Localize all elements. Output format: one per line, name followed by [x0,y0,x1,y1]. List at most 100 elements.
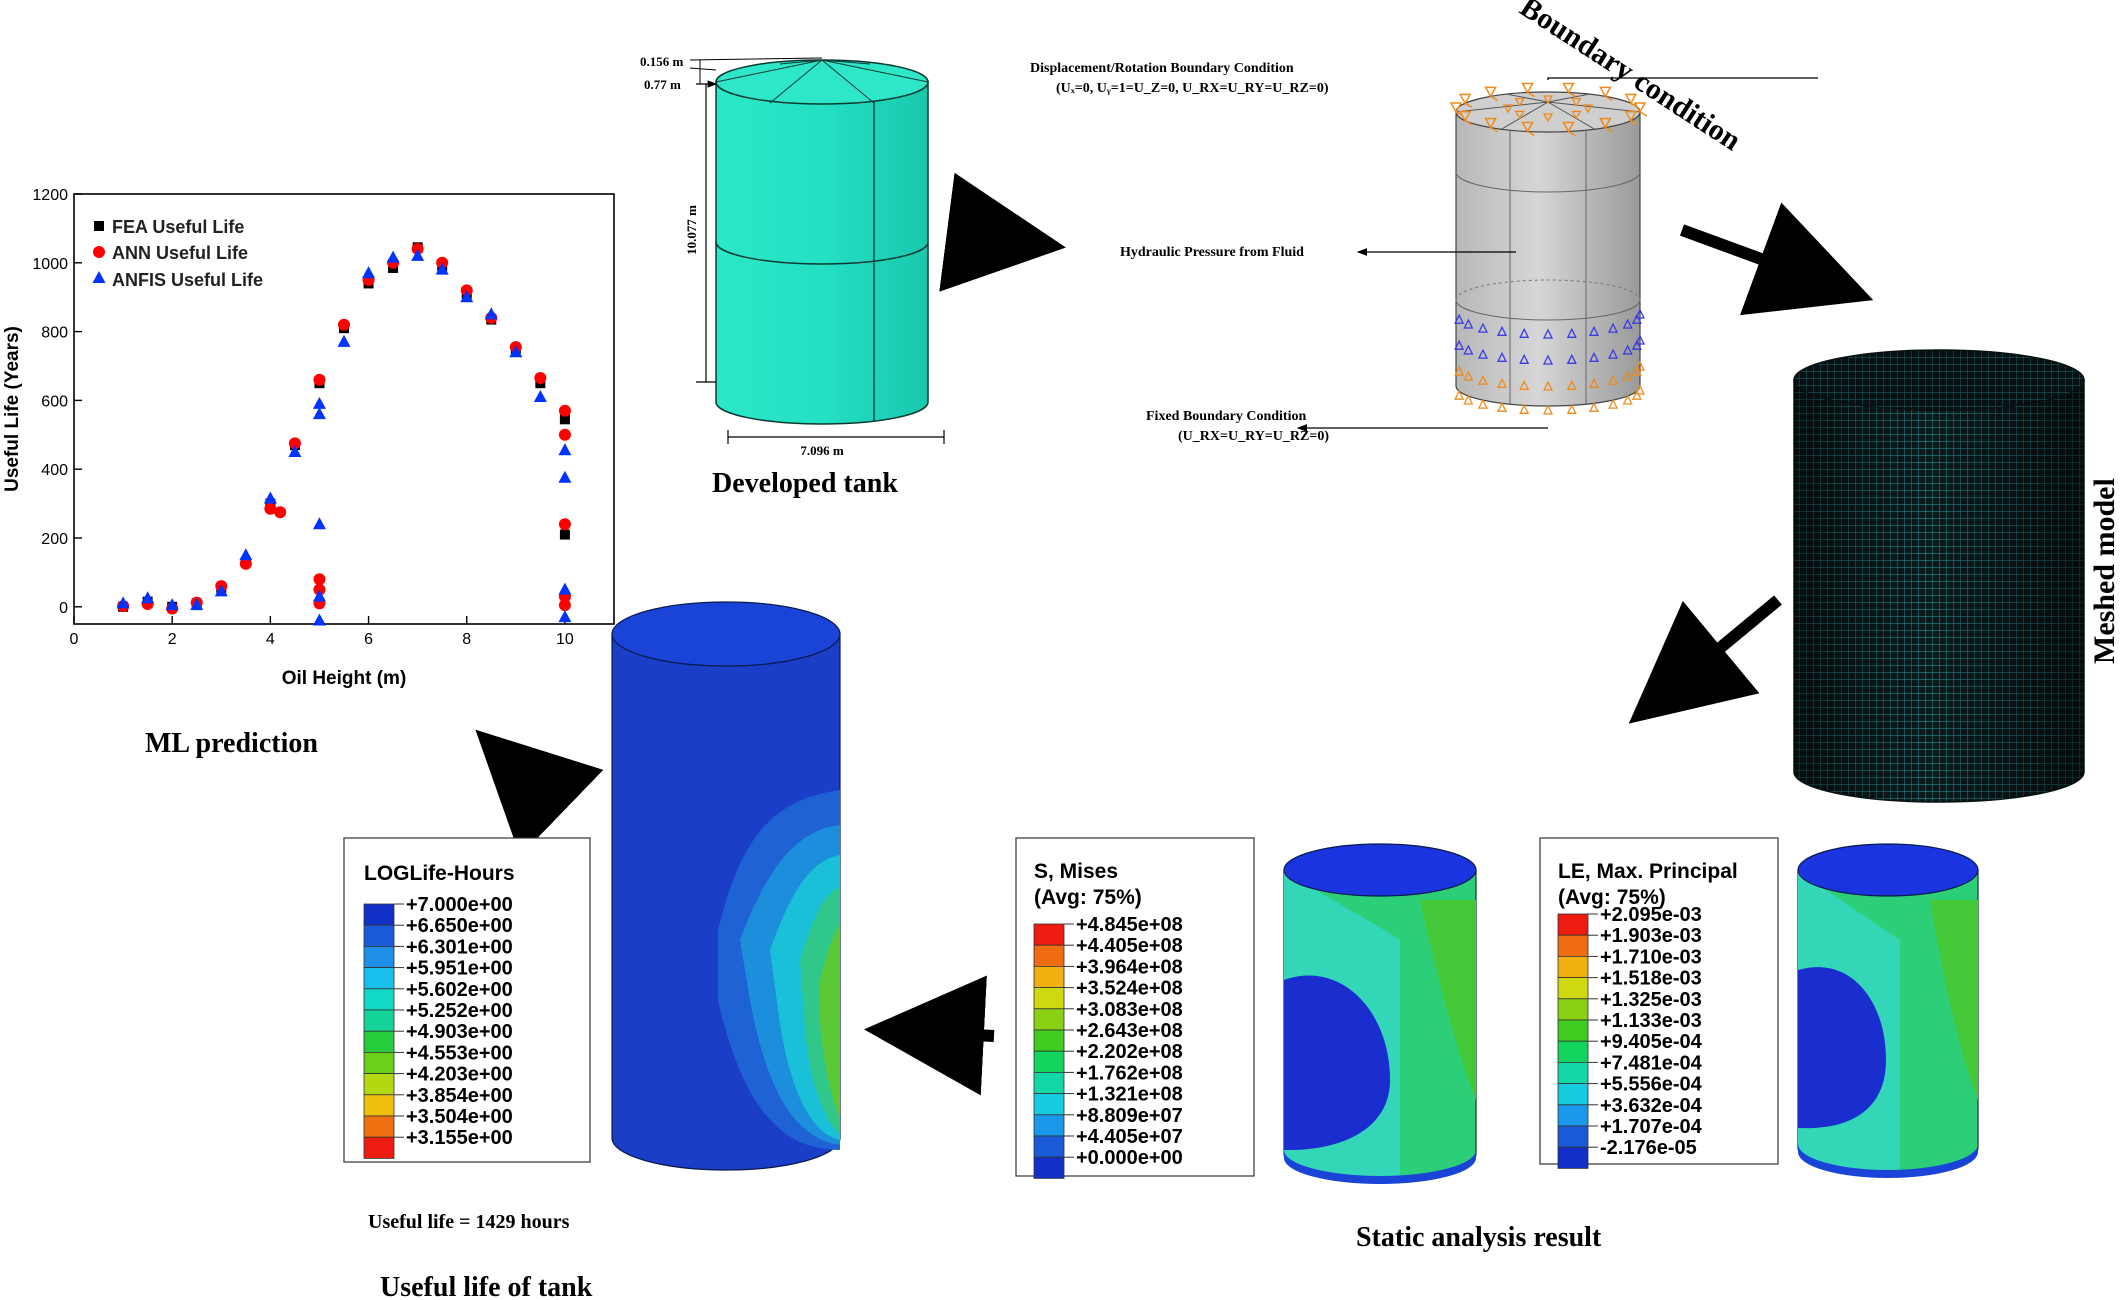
chart-points [116,242,572,626]
y-tick-label: 600 [41,393,68,410]
legend-loglife: LOGLife-Hours +7.000e+00+6.650e+00+6.301… [343,837,591,1163]
point-triangle [312,396,326,409]
point-triangle [386,250,400,263]
legend-value: +8.809e+07 [1076,1105,1183,1127]
fixed-marker [1496,377,1508,388]
point-circle [264,502,277,515]
legend-value: +1.518e-03 [1600,968,1702,990]
fixed-marker [1542,380,1554,391]
legend-value: +0.000e+00 [1076,1147,1183,1169]
displacement-marker-arm [1568,130,1576,137]
legend-loglife-title: LOGLife-Hours [364,862,515,885]
mises-tank-base [1284,1150,1476,1184]
chart-x-axis-label: Oil Height (m) [282,668,407,689]
displacement-marker [1571,97,1582,107]
legend-value: +1.707e-04 [1600,1116,1703,1138]
point-triangle [362,266,376,279]
point-triangle [239,548,253,561]
legend-value: +5.602e+00 [406,979,513,1001]
y-tick-label: 0 [59,600,68,617]
fixed-marker [1634,334,1646,345]
y-tick-label: 1200 [32,187,68,204]
legend-value: +4.903e+00 [406,1021,513,1043]
displacement-marker [1484,86,1497,98]
displacement-marker-arm [1604,126,1613,133]
fixed-marker [1607,374,1619,385]
x-tick-label: 0 [70,631,79,648]
arrow-static-to-life [864,975,995,1096]
fixed-marker [1519,353,1530,364]
arrow-tank-to-boundary [939,172,1066,292]
legend-swatch [1557,1083,1589,1106]
legend-swatch [363,1073,395,1096]
legend-value: +2.643e+08 [1076,1020,1183,1042]
fixed-marker [1477,322,1489,333]
caption-useful-life-of-tank: Useful life of tank [380,1272,593,1300]
fixed-marker [1631,365,1642,376]
fixed-marker [1477,374,1489,385]
chart-legend: FEA Useful Life ANN Useful Life ANFIS Us… [92,217,263,290]
legend-swatch [1033,987,1065,1010]
point-triangle [533,389,547,402]
caption-meshed-model: Meshed model [2088,478,2121,664]
displacement-marker [1449,102,1463,114]
legend-swatch [363,967,395,990]
mises-tank-roof [1283,843,1477,897]
developed-tank-seam [715,241,929,265]
fixed-marker [1634,308,1646,319]
boundary-tank-roof-lines [1455,93,1641,131]
legend-value: +3.854e+00 [406,1085,513,1107]
legend-swatch [1033,1008,1065,1031]
fixed-marker [1477,398,1489,409]
x-tick-label: 8 [462,631,471,648]
legend-swatch [1557,1040,1589,1063]
legend-swatch [363,946,395,969]
displacement-marker-arm [1464,102,1473,108]
dim-diameter-text: 7.096 m [800,443,844,458]
mises-tank-green-band [1420,900,1476,1100]
fixed-marker [1454,389,1465,400]
displacement-marker-arm [1630,120,1639,126]
legend-value: +3.632e-04 [1600,1095,1703,1117]
displacement-marker [1571,110,1582,120]
fixed-marker [1566,379,1577,390]
boundary-tank-illustration: Displacement/Rotation Boundary Condition… [1030,61,1818,444]
le-tank-base [1798,1144,1978,1178]
legend-value: +1.903e-03 [1600,925,1702,947]
legend-swatch [1557,956,1589,979]
legend-swatch [363,988,395,1011]
legend-swatch [363,924,395,947]
legend-swatch [363,1052,395,1075]
point-circle [558,428,571,441]
dim-roof-line [689,57,823,84]
dim-height-text: 10.077 m [684,205,699,255]
legend-swatch [1033,1029,1065,1052]
legend-swatch [1557,1125,1589,1148]
developed-tank-illustration: 0.156 m 0.77 m 10.077 m 7.096 m [640,54,945,458]
legend-mises: S, Mises (Avg: 75%) +4.845e+08+4.405e+08… [1015,837,1255,1179]
point-triangle [116,596,130,609]
top-boundary-markers [1449,82,1648,137]
point-triangle [288,445,302,457]
legend-value: +5.951e+00 [406,958,513,980]
x-tick-label: 2 [168,631,177,648]
point-triangle [312,407,326,420]
y-tick-label: 200 [41,531,68,548]
legend-value: +1.710e-03 [1600,946,1702,968]
legend-swatch [1557,1104,1589,1127]
arrow-life-to-ml [475,729,604,857]
meshed-tank-roof [1793,349,2085,411]
annotation-line-displacement [1547,77,1818,80]
legend-swatch [1557,1062,1589,1085]
point-circle [534,372,547,385]
fixed-marker [1631,389,1642,400]
life-tank-illustration [611,601,841,1171]
legend-loglife-entries: +7.000e+00+6.650e+00+6.301e+00+5.951e+00… [363,894,513,1159]
legend-label-fea: FEA Useful Life [112,217,244,237]
arrow-mesh-to-static [1628,595,1782,724]
point-triangle [312,589,326,602]
legend-swatch [1557,977,1589,1000]
legend-value: +3.504e+00 [406,1106,513,1128]
legend-swatch [1557,998,1589,1021]
